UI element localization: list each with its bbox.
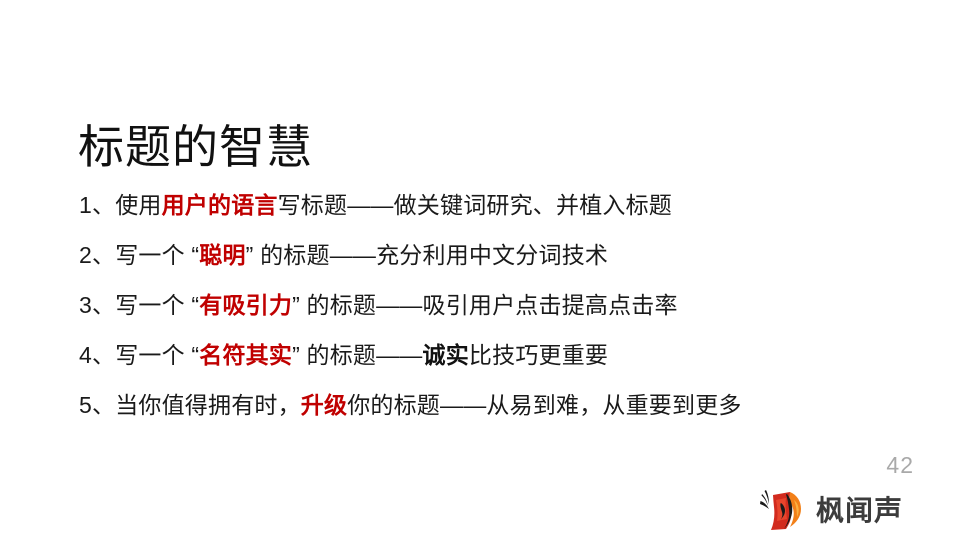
bullet-text: 比技巧更重要: [468, 342, 609, 368]
bullet-line: 2、写一个 “聪明” 的标题——充分利用中文分词技术: [79, 230, 919, 280]
bullet-text: ” 的标题——: [292, 342, 423, 368]
bullet-text: ” 的标题——充分利用中文分词技术: [245, 242, 609, 268]
brand-mark-icon: [760, 490, 801, 530]
highlight-text: 名符其实: [199, 342, 293, 368]
emphasis-text: 诚实: [422, 342, 469, 368]
bullet-text: ” 的标题——吸引用户点击提高点击率: [292, 292, 678, 318]
bullet-text: 你的标题——从易到难，从重要到更多: [347, 392, 742, 418]
page-number: 42: [886, 452, 914, 478]
bullet-text: 写标题——做关键词研究、并植入标题: [277, 192, 672, 218]
logo: 枫闻声: [760, 487, 903, 535]
bullet-text: 2、写一个 “: [79, 242, 200, 268]
bullet-line: 3、写一个 “有吸引力” 的标题——吸引用户点击提高点击率: [79, 280, 919, 330]
bullet-line: 4、写一个 “名符其实” 的标题——诚实比技巧更重要: [79, 330, 919, 380]
highlight-text: 用户的语言: [161, 192, 278, 218]
bullet-line: 5、当你值得拥有时，升级你的标题——从易到难，从重要到更多: [79, 380, 919, 430]
logo-text: 枫闻声: [816, 495, 904, 526]
bullet-line: 1、使用用户的语言写标题——做关键词研究、并植入标题: [79, 180, 919, 230]
highlight-text: 有吸引力: [199, 292, 293, 318]
page-title: 标题的智慧: [78, 120, 313, 173]
bullet-text: 5、当你值得拥有时，: [79, 392, 301, 418]
highlight-text: 升级: [300, 392, 348, 418]
bullet-text: 1、使用: [79, 192, 162, 218]
highlight-text: 聪明: [199, 242, 246, 268]
bullet-text: 4、写一个 “: [79, 342, 200, 368]
bullet-text: 3、写一个 “: [79, 292, 200, 318]
